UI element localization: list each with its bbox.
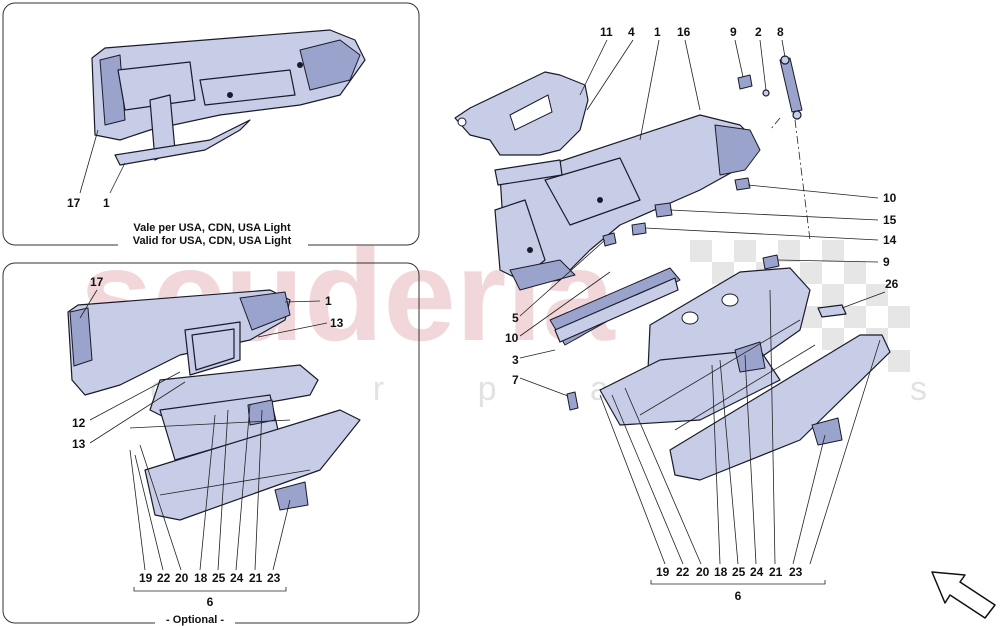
direction-arrow-icon bbox=[931, 571, 996, 619]
label-21: 21 bbox=[249, 571, 263, 585]
label-20: 20 bbox=[175, 571, 189, 585]
gas-strut-8 bbox=[779, 55, 803, 120]
label-26: 26 bbox=[885, 277, 899, 291]
top-left-panel: 17 1 Vale per USA, CDN, USA Light Valid … bbox=[2, 2, 420, 247]
group-bracket bbox=[650, 580, 826, 585]
label-22: 22 bbox=[676, 565, 690, 579]
caption-background bbox=[155, 612, 235, 626]
caption-italian: Vale per USA, CDN, USA Light bbox=[133, 222, 291, 234]
dashboard-frame-optional bbox=[67, 289, 291, 396]
label-14: 14 bbox=[883, 233, 897, 247]
label-6: 6 bbox=[735, 589, 742, 603]
label-6: 6 bbox=[207, 595, 214, 609]
label-10: 10 bbox=[883, 191, 897, 205]
label-25: 25 bbox=[212, 571, 226, 585]
label-18: 18 bbox=[714, 565, 728, 579]
label-23: 23 bbox=[789, 565, 803, 579]
fasteners bbox=[566, 74, 847, 411]
label-22: 22 bbox=[157, 571, 171, 585]
label-13: 13 bbox=[72, 437, 86, 451]
label-16: 16 bbox=[677, 25, 691, 39]
dashboard-frame-usa bbox=[91, 29, 366, 166]
label-15: 15 bbox=[883, 213, 897, 227]
glovebox-lid bbox=[669, 334, 891, 481]
label-21: 21 bbox=[769, 565, 783, 579]
caption-english: Valid for USA, CDN, USA Light bbox=[133, 235, 292, 247]
label-12: 12 bbox=[72, 416, 86, 430]
label-19: 19 bbox=[656, 565, 670, 579]
caption-background bbox=[118, 219, 308, 247]
label-1: 1 bbox=[325, 294, 332, 308]
label-1: 1 bbox=[654, 25, 661, 39]
main-diagram: 11 4 1 16 9 2 8 10 15 14 9 26 5 10 3 7 bbox=[454, 25, 899, 603]
label-10: 10 bbox=[505, 331, 519, 345]
label-20: 20 bbox=[696, 565, 710, 579]
label-11: 11 bbox=[600, 25, 613, 39]
glovebox-tub bbox=[599, 267, 811, 426]
label-17: 17 bbox=[67, 196, 81, 210]
label-9: 9 bbox=[883, 255, 890, 269]
label-9: 9 bbox=[730, 25, 737, 39]
cover-panel-3 bbox=[549, 267, 681, 346]
label-17: 17 bbox=[90, 275, 104, 289]
glovebox-optional bbox=[144, 364, 361, 521]
label-2: 2 bbox=[755, 25, 762, 39]
label-3: 3 bbox=[512, 353, 519, 367]
main-bottom-leaders bbox=[599, 289, 881, 565]
optional-caption: - Optional - bbox=[166, 614, 224, 626]
label-1: 1 bbox=[103, 196, 110, 210]
bottom-left-panel: 17 1 13 12 13 19 22 20 18 25 24 21 23 6 … bbox=[2, 262, 420, 626]
bottom-callout-leaders bbox=[129, 404, 291, 571]
label-24: 24 bbox=[750, 565, 764, 579]
bracket-11 bbox=[454, 71, 589, 156]
label-7: 7 bbox=[512, 373, 519, 387]
label-5: 5 bbox=[512, 311, 519, 325]
label-8: 8 bbox=[777, 25, 784, 39]
group-bracket bbox=[133, 587, 287, 592]
label-24: 24 bbox=[230, 571, 244, 585]
main-frame-1 bbox=[494, 114, 761, 291]
label-13: 13 bbox=[330, 316, 344, 330]
label-4: 4 bbox=[628, 25, 635, 39]
label-23: 23 bbox=[267, 571, 281, 585]
label-18: 18 bbox=[194, 571, 208, 585]
label-25: 25 bbox=[732, 565, 746, 579]
label-19: 19 bbox=[139, 571, 153, 585]
